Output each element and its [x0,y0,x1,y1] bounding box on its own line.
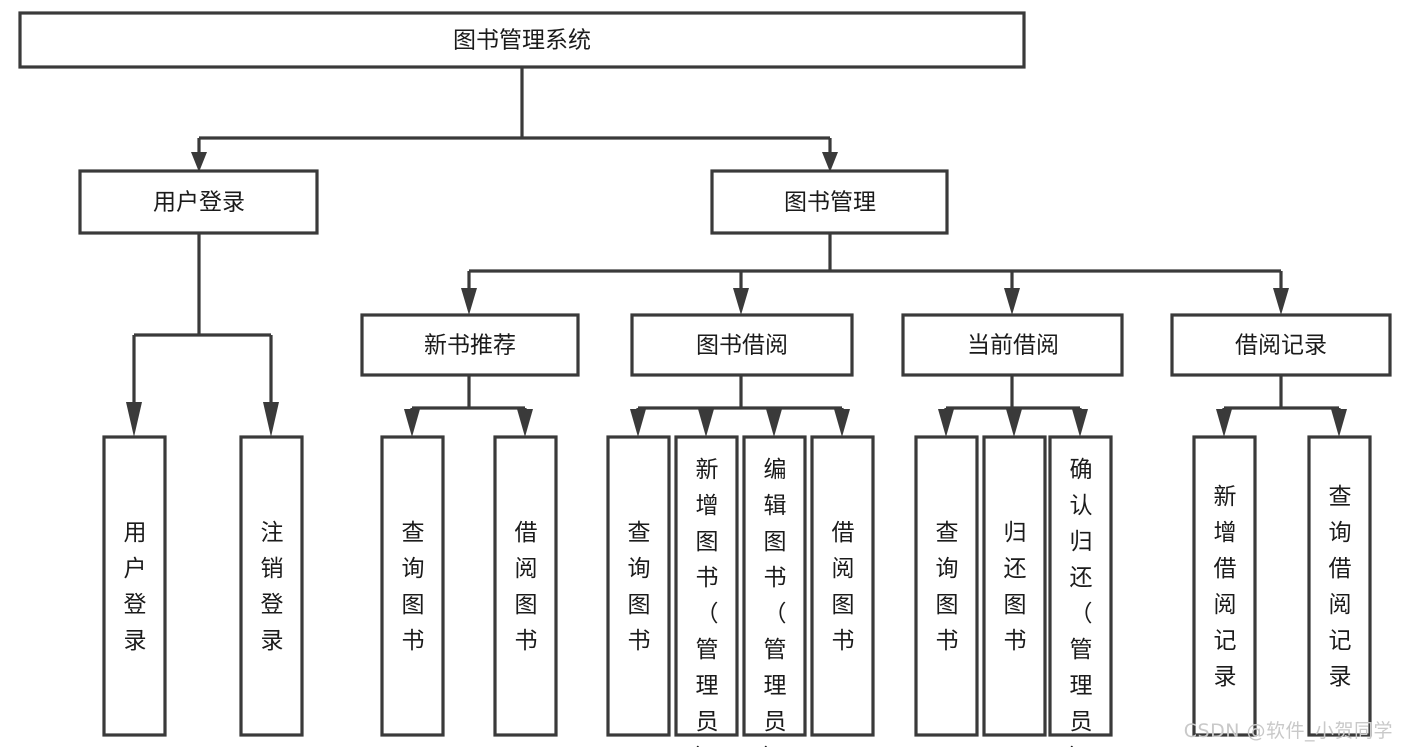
leaf-edit-book-label: 编辑图书（管理员） [764,457,787,747]
node-borrow-record[interactable]: 借阅记录 [1170,313,1392,377]
leaf-confirm-return-box[interactable] [1048,435,1113,737]
leaf-labels: 用户登录 注销登录 查询图书 借阅图书 查询图书 新增图书（管理员） 编辑图书（… [124,457,1352,747]
arrow-borrow-to-leaf4 [834,409,850,437]
csdn-watermark: CSDN @软件_小贺同学 [1183,720,1393,742]
node-root[interactable]: 图书管理系统 [18,11,1026,69]
node-book-manage[interactable]: 图书管理 [710,169,949,235]
arrow-current-to-leaf3 [1072,409,1088,437]
leaf-query-record-label: 查询借阅记录 [1329,484,1352,690]
arrow-record-to-leaf2 [1331,409,1347,437]
node-current-borrow-box[interactable] [901,313,1124,377]
leaf-query-book-3-box[interactable] [914,435,979,737]
leaf-add-book-box[interactable] [674,435,739,737]
leaf-add-record-box[interactable] [1192,435,1257,737]
leaf-query-book-1-box[interactable] [380,435,445,737]
arrow-record-to-leaf1 [1216,409,1232,437]
node-user-login-label: 用户登录 [153,190,245,216]
leaf-query-book-2-box[interactable] [606,435,671,737]
node-book-manage-box[interactable] [710,169,949,235]
leaf-borrow-book-2-box[interactable] [810,435,875,737]
arrow-book-manage-to-l2b [733,288,749,315]
arrow-current-to-leaf1 [938,409,954,437]
node-new-book-recommend[interactable]: 新书推荐 [360,313,580,377]
node-book-borrow[interactable]: 图书借阅 [630,313,854,377]
arrow-book-manage-to-l2d [1273,288,1289,315]
node-current-borrow-label: 当前借阅 [967,333,1059,359]
leaf-user-logout-label: 注销登录 [261,520,284,654]
node-user-login-box[interactable] [78,169,319,235]
node-current-borrow[interactable]: 当前借阅 [901,313,1124,377]
connectors [126,67,1347,437]
leaf-nodes [102,435,1372,737]
leaf-borrow-book-1-box[interactable] [493,435,558,737]
arrow-book-manage-to-l2c [1004,288,1020,315]
arrow-user-login-to-leaf1 [126,402,142,437]
node-book-manage-label: 图书管理 [784,190,876,216]
node-borrow-record-box[interactable] [1170,313,1392,377]
leaf-add-record-label: 新增借阅记录 [1214,484,1237,690]
leaf-edit-book-box[interactable] [742,435,807,737]
node-root-box[interactable] [18,11,1026,69]
leaf-query-book-2-label: 查询图书 [628,520,651,654]
arrow-user-login-to-leaf2 [263,402,279,437]
node-new-book-recommend-label: 新书推荐 [424,333,516,359]
arrow-current-to-leaf2 [1006,409,1022,437]
node-user-login[interactable]: 用户登录 [78,169,319,235]
node-book-borrow-box[interactable] [630,313,854,377]
leaf-add-book-label: 新增图书（管理员） [696,457,719,747]
arrow-root-to-user-login [191,152,207,172]
leaf-confirm-return-label: 确认归还（管理员） [1070,457,1093,747]
leaf-return-book-box[interactable] [982,435,1047,737]
arrow-borrow-to-leaf1 [630,409,646,437]
leaf-borrow-book-2-label: 借阅图书 [832,520,855,654]
arrow-recommend-to-leaf1 [404,409,420,437]
arrow-borrow-to-leaf3 [766,409,782,437]
leaf-query-book-1-label: 查询图书 [402,520,425,654]
leaf-user-login-label: 用户登录 [124,520,147,654]
arrow-root-to-book-manage [822,152,838,172]
node-root-label: 图书管理系统 [453,28,591,54]
arrow-book-manage-to-l2a [461,288,477,315]
node-borrow-record-label: 借阅记录 [1235,333,1327,359]
leaf-query-record-box[interactable] [1307,435,1372,737]
leaf-query-book-3-label: 查询图书 [936,520,959,654]
arrow-recommend-to-leaf2 [517,409,533,437]
node-book-borrow-label: 图书借阅 [696,333,788,359]
leaf-borrow-book-1-label: 借阅图书 [515,520,538,654]
leaf-user-login-box[interactable] [102,435,167,737]
leaf-user-logout-box[interactable] [239,435,304,737]
node-new-book-recommend-box[interactable] [360,313,580,377]
arrow-borrow-to-leaf2 [698,409,714,437]
leaf-return-book-label: 归还图书 [1004,520,1027,654]
